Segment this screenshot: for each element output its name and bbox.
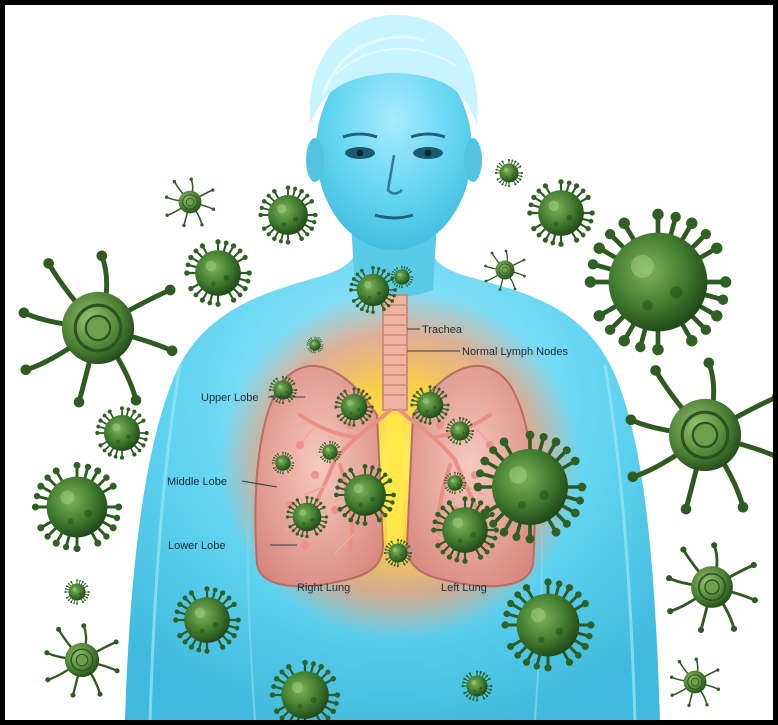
virus-icon — [64, 579, 89, 604]
upper-lobe-label: Upper Lobe — [201, 392, 259, 404]
right-lung-label: Right Lung — [297, 582, 350, 594]
virus-icon — [391, 266, 414, 289]
left-lung-label: Left Lung — [441, 582, 487, 594]
virus-icon — [349, 266, 397, 314]
middle-lobe-label: Middle Lobe — [167, 476, 227, 488]
virus-icon — [334, 387, 373, 426]
virus-icon — [334, 464, 396, 526]
virus-icon — [286, 496, 328, 538]
virus-icon — [32, 462, 122, 552]
virus-icon — [444, 472, 467, 495]
virus-icon — [410, 385, 449, 424]
virus-icon — [501, 578, 594, 671]
virus-icon — [527, 179, 595, 247]
lymph-nodes-label: Normal Lymph Nodes — [462, 346, 568, 358]
virus-icon — [461, 670, 492, 701]
virus-icon — [173, 586, 241, 654]
virus-icon — [384, 539, 412, 567]
virus-icon — [272, 452, 295, 475]
trachea-label: Trachea — [422, 324, 463, 336]
illustration: Trachea Normal Lymph Nodes Upper Lobe Mi… — [5, 5, 773, 720]
virus-icon — [585, 209, 732, 356]
virus-icon — [319, 441, 342, 464]
virus-icon — [184, 239, 252, 307]
virus-icon — [258, 185, 317, 244]
trachea — [383, 295, 407, 410]
lower-lobe-label: Lower Lobe — [168, 540, 226, 552]
virus-icon — [446, 417, 474, 445]
virus-icon — [307, 337, 324, 354]
virus-icon — [431, 496, 499, 564]
virus-icon — [495, 159, 523, 187]
virus-icon — [95, 406, 149, 460]
virus-icon — [269, 376, 297, 404]
virus-icon — [474, 431, 587, 544]
